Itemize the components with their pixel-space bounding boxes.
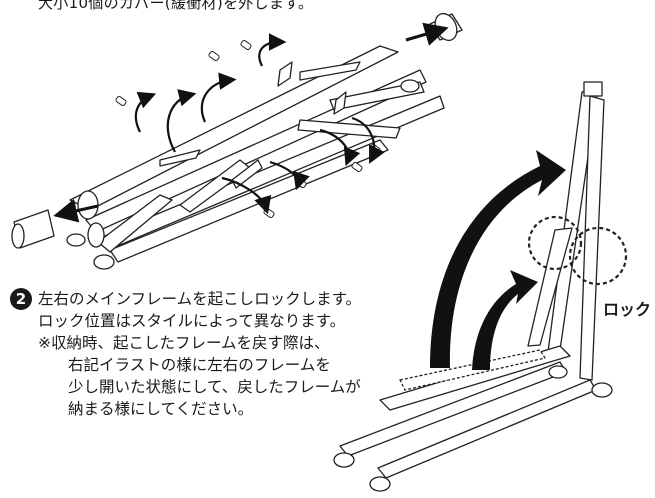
note-line: 右記イラストの様に左右のフレームを — [68, 356, 331, 374]
folded-frame-illustration — [11, 12, 463, 270]
note-line: ※収納時、起こしたフレームを戻す際は、 — [38, 334, 330, 352]
step-2-instructions: 左右のメインフレームを起こしロックします。 ロック位置はスタイルによって異なりま… — [38, 288, 361, 420]
raised-frame-illustration — [333, 81, 628, 492]
note-line: 納まる様にしてください。 — [68, 400, 254, 418]
note-line: 少し開いた状態にして、戻したフレームが — [68, 378, 361, 396]
lock-label: ロック — [603, 300, 652, 319]
remove-arrows — [53, 22, 449, 223]
remove-covers-caption: 大小10個のカバー(緩衝材)を外します。 — [38, 0, 314, 12]
raise-arrows — [430, 150, 566, 370]
step-number-badge: 2 — [10, 288, 32, 310]
instruction-line: ロック位置はスタイルによって異なります。 — [38, 312, 346, 330]
instruction-line: 左右のメインフレームを起こしロックします。 — [38, 290, 362, 308]
